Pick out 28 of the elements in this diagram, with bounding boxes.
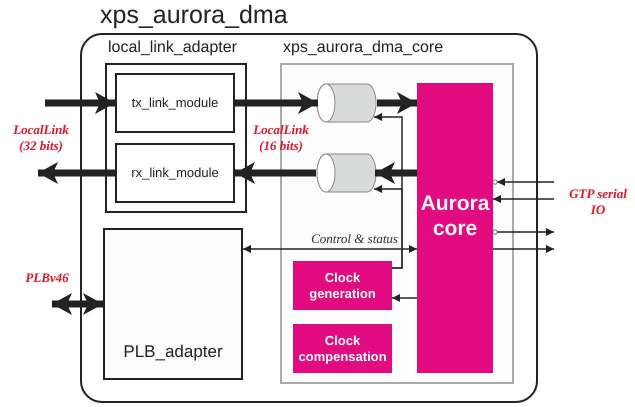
- module-box: tx_link_module: [115, 73, 235, 133]
- bus-arrow: [52, 293, 103, 315]
- signal-arrow: [493, 195, 554, 203]
- block-heading: xps_aurora_dma_core: [283, 38, 444, 58]
- bus-arrow: [235, 162, 316, 184]
- signal-label: GTP serial IO: [568, 186, 628, 218]
- bus-arrow: [375, 162, 417, 184]
- signal-label: LocalLink (32 bits): [12, 122, 70, 154]
- signal-arrow: [374, 185, 403, 269]
- adapter-box: PLB_adapter: [103, 228, 243, 380]
- bus-arrow: [377, 92, 417, 114]
- signal-arrow: [392, 294, 417, 302]
- signal-arrow: [493, 245, 554, 253]
- edge-label: Control & status: [311, 231, 398, 246]
- signal-arrow: [243, 245, 417, 253]
- signal-label: LocalLink (16 bits): [252, 122, 310, 154]
- block-heading: xps_aurora_dma: [100, 0, 288, 30]
- clock-block: Clock compensation: [293, 324, 392, 373]
- core-block: Aurora core: [417, 83, 493, 373]
- module-box: rx_link_module: [115, 143, 235, 203]
- clock-block: Clock generation: [293, 261, 392, 310]
- signal-arrow: [497, 228, 554, 236]
- signal-arrow: [497, 178, 554, 186]
- signal-label: PLBv46: [24, 270, 70, 286]
- block-heading: local_link_adapter: [108, 38, 237, 58]
- bus-arrow: [235, 92, 318, 114]
- bus-arrow: [38, 162, 115, 184]
- bus-arrow: [45, 92, 115, 114]
